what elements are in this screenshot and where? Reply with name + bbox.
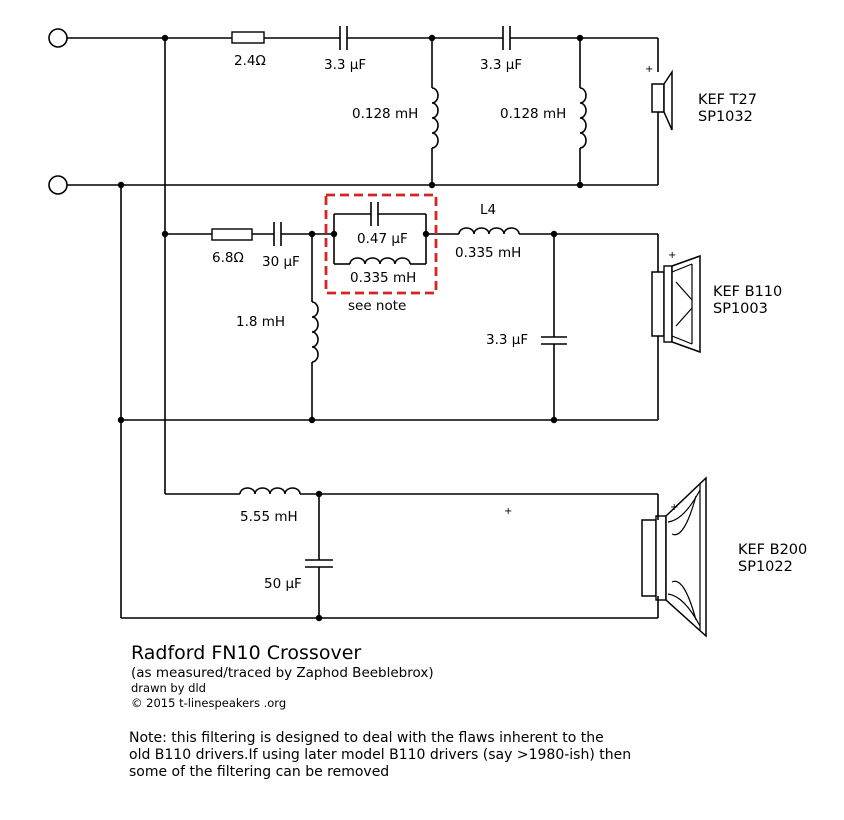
- diagram-title: Radford FN10 Crossover: [131, 642, 361, 664]
- label-l5: 1.8 mH: [236, 314, 285, 330]
- woofer-plus-stray: +: [504, 506, 512, 517]
- inductor-l2: [579, 87, 587, 149]
- label-mid-model: KEF B110: [713, 284, 782, 300]
- capacitor-c3: [273, 222, 282, 246]
- label-l2: 0.128 mH: [500, 106, 566, 122]
- junction-dots: [117, 34, 584, 622]
- note-line-1: Note: this filtering is designed to deal…: [129, 730, 604, 746]
- label-c5: 3.3 µF: [486, 332, 528, 348]
- inductor-l3: [349, 257, 411, 265]
- capacitor-c2: [502, 26, 511, 50]
- tweeter-branch: +: [67, 26, 673, 185]
- label-c3: 30 µF: [262, 254, 300, 270]
- label-tweeter-model: KEF T27: [698, 92, 757, 108]
- label-l3: 0.335 mH: [350, 270, 416, 286]
- label-l1: 0.128 mH: [352, 106, 418, 122]
- note-highlight-box: [324, 193, 438, 295]
- midrange-driver: [651, 254, 701, 420]
- label-mid-part: SP1003: [713, 301, 768, 317]
- inductor-l4: [458, 227, 520, 235]
- inductor-l1: [431, 87, 439, 149]
- diagram-subtitle: (as measured/traced by Zaphod Beeblebrox…: [131, 665, 434, 681]
- woofer-plus: +: [670, 502, 678, 513]
- label-see-note: see note: [348, 298, 406, 314]
- note-line-2: old B110 drivers.If using later model B1…: [129, 747, 631, 763]
- label-tweeter-part: SP1032: [698, 109, 753, 125]
- label-l4: 0.335 mH: [455, 245, 521, 261]
- resistor-r2: [211, 228, 253, 241]
- label-c1: 3.3 µF: [324, 57, 366, 73]
- inductor-l5: [311, 301, 319, 363]
- input-terminal-negative: [48, 175, 68, 195]
- label-woofer-part: SP1022: [738, 559, 793, 575]
- capacitor-c6: [305, 559, 333, 568]
- midrange-branch: +: [165, 193, 701, 420]
- woofer-driver: [641, 476, 707, 638]
- copyright: © 2015 t-linespeakers .org: [131, 696, 286, 710]
- label-l6: 5.55 mH: [240, 509, 298, 525]
- input-terminal-positive: [48, 28, 68, 48]
- label-r1: 2.4Ω: [234, 53, 266, 69]
- label-r2: 6.8Ω: [212, 250, 244, 266]
- label-c4: 0.47 µF: [357, 231, 408, 247]
- tweeter-plus: +: [645, 64, 653, 75]
- mid-plus: +: [668, 250, 676, 261]
- label-l4-name: L4: [480, 202, 496, 218]
- inductor-l6: [239, 487, 301, 495]
- resistor-r1: [231, 31, 265, 44]
- capacitor-c4: [370, 202, 379, 226]
- woofer-branch: + +: [165, 476, 707, 638]
- label-c2: 3.3 µF: [480, 57, 522, 73]
- capacitor-c5: [541, 336, 567, 345]
- capacitor-c1: [339, 26, 348, 50]
- note-line-3: some of the filtering can be removed: [129, 764, 389, 780]
- label-c6: 50 µF: [264, 576, 302, 592]
- label-woofer-model: KEF B200: [738, 542, 807, 558]
- tweeter-driver: [651, 69, 673, 131]
- drawn-by: drawn by dld: [131, 681, 206, 695]
